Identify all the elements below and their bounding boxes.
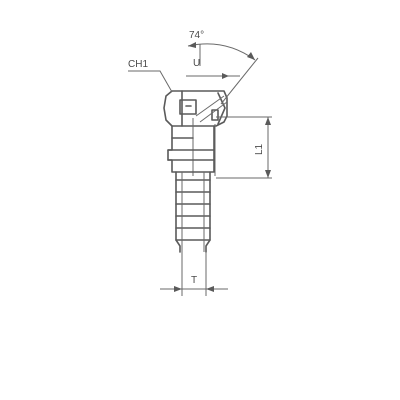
seal-label: U xyxy=(193,58,200,69)
hex-dimension: CH1 xyxy=(128,59,173,93)
tail-label: T xyxy=(191,275,197,286)
hose-tail xyxy=(175,171,211,253)
seal-dimension: U xyxy=(186,58,240,79)
length-label: L1 xyxy=(254,143,265,155)
hex-label: CH1 xyxy=(128,59,148,70)
inner-cone xyxy=(192,95,228,176)
collar xyxy=(167,125,215,173)
length-dimension: L1 xyxy=(216,116,272,179)
angle-dimension: 74° xyxy=(187,30,259,105)
angle-label: 74° xyxy=(189,30,204,41)
tail-dimension: T xyxy=(160,252,228,296)
